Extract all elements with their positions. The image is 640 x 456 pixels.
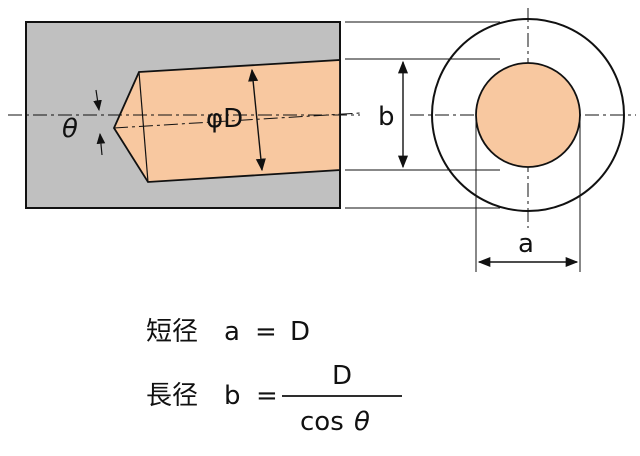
minor-axis-var: a [224, 317, 240, 347]
drill-axis-line [113, 112, 361, 129]
major-axis-equals: = [256, 381, 278, 411]
major-axis-denominator-var: θ [354, 407, 370, 437]
a-label: a [518, 229, 534, 259]
theta-label: θ [62, 114, 78, 144]
minor-axis-equals: = [255, 317, 277, 347]
minor-axis-term: 短径 [146, 317, 198, 347]
theta-arrow-lower [96, 132, 106, 156]
outer-circle [431, 18, 625, 212]
major-axis-denominator-fn: cos [300, 407, 344, 437]
drill-tip-edge [138, 71, 149, 183]
diameter-dimension-arrow [248, 68, 266, 172]
b-label: b [378, 102, 395, 132]
theta-arrow-upper [93, 89, 102, 112]
minor-axis-rhs: D [290, 317, 310, 347]
major-axis-var: b [224, 381, 241, 411]
diameter-label: φD [206, 104, 243, 134]
major-axis-numerator: D [332, 361, 352, 391]
hole-section [475, 62, 581, 168]
major-axis-term: 長径 [146, 381, 198, 411]
